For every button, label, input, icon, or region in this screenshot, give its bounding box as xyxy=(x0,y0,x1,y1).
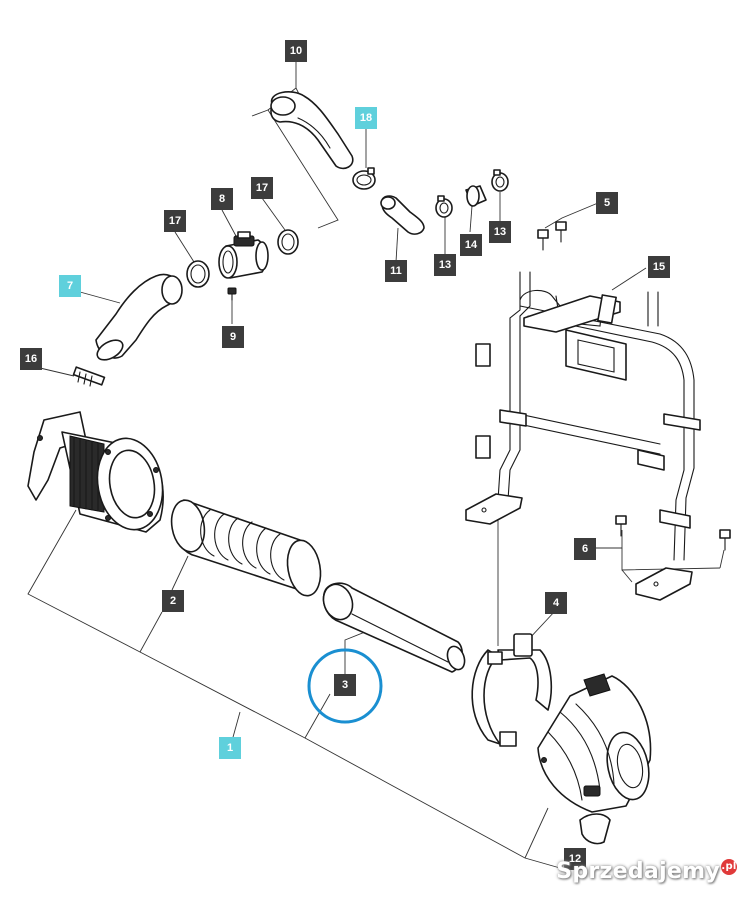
svg-text:9: 9 xyxy=(230,331,236,343)
pipe-part-11 xyxy=(380,195,425,235)
callout-7[interactable]: 7 xyxy=(59,275,81,297)
hose-elbow-part-10 xyxy=(270,91,354,170)
sleeve-part-14 xyxy=(465,185,487,207)
callout-16[interactable]: 16 xyxy=(20,348,42,370)
callout-13b[interactable]: 13 xyxy=(489,221,511,243)
svg-text:13: 13 xyxy=(494,226,506,238)
watermark-text: Sprzedajemy xyxy=(556,859,720,884)
callout-5[interactable]: 5 xyxy=(596,192,618,214)
hose-clamp-part-13b xyxy=(491,169,509,192)
svg-text:3: 3 xyxy=(342,679,348,691)
svg-text:1: 1 xyxy=(227,742,233,754)
svg-text:13: 13 xyxy=(439,259,451,271)
svg-text:6: 6 xyxy=(582,543,588,555)
mounting-frame-part-15 xyxy=(465,271,701,601)
svg-text:7: 7 xyxy=(67,280,73,292)
svg-text:5: 5 xyxy=(604,197,610,209)
filter-element-part-2 xyxy=(170,499,322,597)
svg-text:17: 17 xyxy=(256,182,268,194)
hose-clamp-part-13 xyxy=(435,195,453,218)
hose-clamp-part-17 xyxy=(277,229,299,255)
svg-text:8: 8 xyxy=(219,193,225,205)
callout-1[interactable]: 1 xyxy=(219,737,241,759)
callout-12[interactable]: 12 xyxy=(564,848,586,870)
safety-element-part-3 xyxy=(322,582,466,673)
callout-9[interactable]: 9 xyxy=(222,326,244,348)
callout-14[interactable]: 14 xyxy=(460,234,482,256)
bolt-part-5 xyxy=(537,221,567,251)
callout-13a[interactable]: 13 xyxy=(434,254,456,276)
svg-text:16: 16 xyxy=(25,353,37,365)
callout-3-circle-marker xyxy=(307,648,383,724)
callout-8[interactable]: 8 xyxy=(211,188,233,210)
stud-part-16 xyxy=(72,366,106,387)
callout-17a[interactable]: 17 xyxy=(251,177,273,199)
mass-airflow-sensor-part-8 xyxy=(218,231,269,279)
watermark-suffix: .pl xyxy=(721,859,737,875)
svg-text:15: 15 xyxy=(653,261,665,273)
hose-clamp-part-17b xyxy=(186,260,210,288)
callout-2[interactable]: 2 xyxy=(162,590,184,612)
air-cleaner-body-part-12 xyxy=(537,673,652,845)
svg-text:14: 14 xyxy=(465,239,478,251)
watermark: Sprzedajemy.pl xyxy=(556,859,737,884)
mounting-band-part-4 xyxy=(471,633,553,747)
callout-4[interactable]: 4 xyxy=(545,592,567,614)
bolt-part-6 xyxy=(615,515,731,551)
svg-text:10: 10 xyxy=(290,45,302,57)
svg-text:12: 12 xyxy=(569,853,581,865)
svg-text:11: 11 xyxy=(390,265,402,277)
intake-hose-part-7 xyxy=(95,273,183,361)
callout-10[interactable]: 10 xyxy=(285,40,307,62)
svg-text:2: 2 xyxy=(170,595,176,607)
callout-11[interactable]: 11 xyxy=(385,260,407,282)
callout-3[interactable]: 3 xyxy=(307,648,383,724)
svg-text:17: 17 xyxy=(169,215,181,227)
callouts: 10 18 8 17 17 5 13 13 xyxy=(20,40,670,870)
svg-text:4: 4 xyxy=(553,597,560,609)
hose-clamp-part-18 xyxy=(352,167,376,190)
svg-text:18: 18 xyxy=(360,112,372,124)
air-cleaner-inlet-housing xyxy=(27,411,164,533)
callout-15[interactable]: 15 xyxy=(648,256,670,278)
screw-part-9 xyxy=(227,287,237,301)
callout-17b[interactable]: 17 xyxy=(164,210,186,232)
callout-18[interactable]: 18 xyxy=(355,107,377,129)
callout-6[interactable]: 6 xyxy=(574,538,596,560)
